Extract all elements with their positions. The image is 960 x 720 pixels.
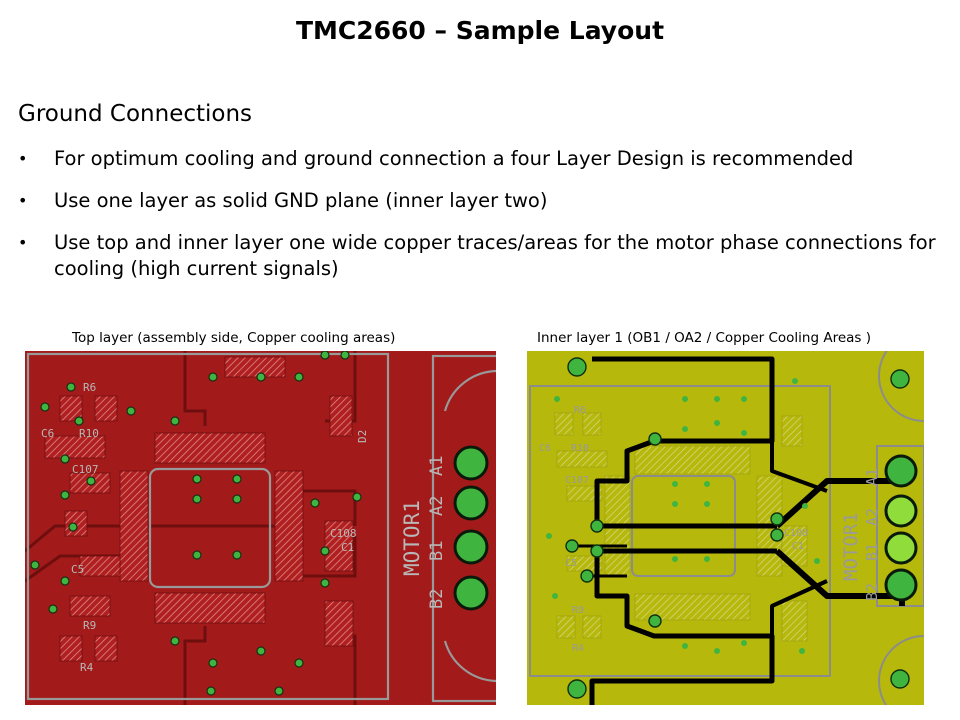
bullet-item: • For optimum cooling and ground connecti…: [18, 146, 948, 172]
silk-label: C108: [784, 528, 808, 539]
silk-label: R9: [83, 619, 96, 632]
silk-label: B1: [863, 543, 881, 561]
silk-label: C5: [71, 563, 84, 576]
bullet-item: • Use one layer as solid GND plane (inner…: [18, 188, 948, 214]
silk-label: C6: [41, 427, 54, 440]
inner-layer-pcb-image: R6 C6 R10 C107 C5 R9 R4 C108 C1 MOTOR1 A…: [527, 351, 924, 705]
silk-label: R4: [572, 643, 584, 654]
silk-label: B1: [427, 541, 447, 561]
silk-label: MOTOR1: [840, 512, 862, 581]
bullet-item: • Use top and inner layer one wide copper…: [18, 230, 948, 282]
section-heading: Ground Connections: [18, 101, 253, 127]
bullet-text: For optimum cooling and ground connectio…: [54, 147, 854, 170]
bullet-icon: •: [18, 191, 28, 210]
silk-label: A1: [863, 468, 881, 486]
silk-label: C5: [565, 558, 577, 569]
silk-label: B2: [427, 589, 447, 609]
silk-label: R6: [574, 405, 586, 416]
silk-label: R4: [80, 661, 94, 674]
silk-label: R10: [571, 443, 589, 454]
top-layer-pcb-image: R6 C6 R10 C107 C5 R9 R4 C108 C1 D2 MOTOR…: [25, 351, 496, 705]
silk-label: C1: [792, 541, 804, 552]
silk-label: R9: [572, 605, 584, 616]
silk-label: R6: [83, 381, 96, 394]
silk-label: A2: [863, 508, 881, 526]
bullet-text: Use one layer as solid GND plane (inner …: [54, 189, 548, 212]
bullet-icon: •: [18, 149, 28, 168]
bullet-list: • For optimum cooling and ground connecti…: [18, 146, 948, 298]
silk-label: C1: [341, 541, 354, 554]
silk-label: C107: [565, 475, 589, 486]
silk-label: A1: [427, 456, 447, 476]
bullet-icon: •: [18, 233, 28, 252]
silk-label: MOTOR1: [400, 500, 424, 576]
slide-title: TMC2660 – Sample Layout: [295, 16, 665, 45]
right-figure-caption: Inner layer 1 (OB1 / OA2 / Copper Coolin…: [537, 330, 871, 346]
silk-label: C108: [330, 527, 357, 540]
left-figure-caption: Top layer (assembly side, Copper cooling…: [72, 330, 396, 346]
silk-label: A2: [427, 496, 447, 516]
bullet-text: Use top and inner layer one wide copper …: [54, 231, 936, 280]
silk-label: C107: [72, 463, 99, 476]
silk-label: D2: [356, 430, 369, 443]
silk-label: C6: [539, 443, 551, 454]
silk-label: R10: [79, 427, 99, 440]
silk-label: B2: [863, 583, 881, 601]
